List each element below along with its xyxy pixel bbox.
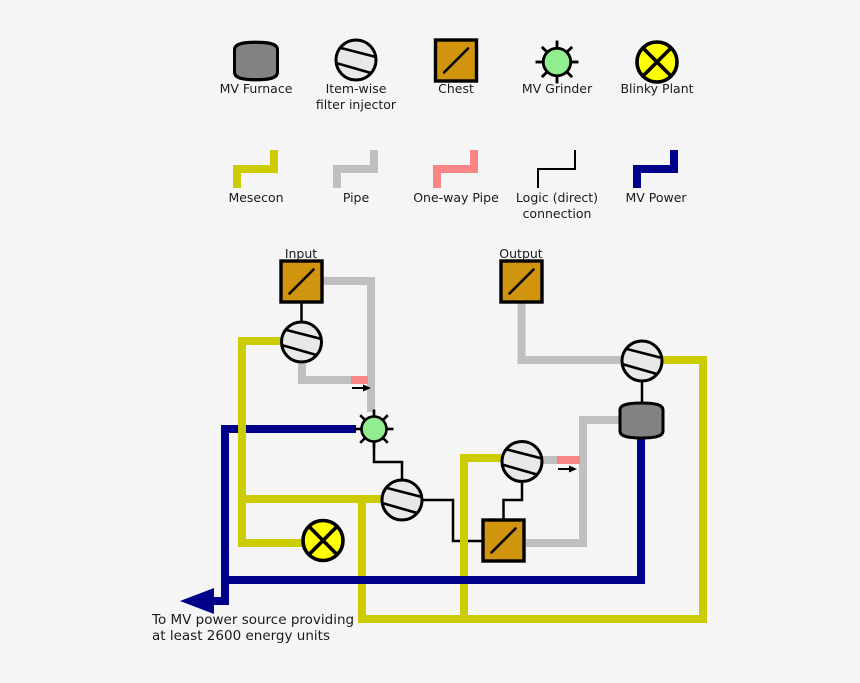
mesecon-wire-sample (237, 150, 274, 188)
mv-grinder-icon (534, 39, 580, 85)
legend-label-mv-grinder: MV Grinder (522, 81, 593, 96)
legend-item-mv-furnace: MV Furnace (220, 40, 293, 96)
input-chest (279, 259, 324, 304)
mesecon-branch-to-injector4 (460, 454, 503, 619)
output-chest (499, 259, 544, 304)
legend-devices: MV Furnace Item-wise filter injector Che… (220, 38, 694, 112)
pipe-furnace-to-buffer-chest (526, 416, 621, 547)
arrow-head-injector4 (569, 465, 577, 473)
nodes (279, 259, 665, 563)
pipe-wire-sample (337, 150, 374, 188)
power-note-line1: To MV power source providing (151, 612, 354, 628)
legend-item-one-way-pipe: One-way Pipe (413, 150, 499, 205)
logic-connection-sample (537, 149, 576, 189)
chest-icon (433, 38, 479, 83)
legend-label-one-way-pipe: One-way Pipe (413, 190, 499, 205)
logic-connections (300, 302, 644, 543)
one-way-pipe-sample (437, 150, 474, 188)
input-chest-label: Input (285, 246, 317, 261)
mv-furnace-icon (232, 40, 280, 82)
filter-injector-2 (620, 339, 664, 383)
buffer-chest (481, 518, 526, 563)
diagram-labels: Input Output To MV power source providin… (151, 246, 543, 644)
mv-power-arrowhead (180, 588, 214, 614)
legend-label-mv-furnace: MV Furnace (220, 81, 293, 96)
blinky-plant-icon (635, 40, 679, 84)
legend-label-mv-power: MV Power (625, 190, 687, 205)
power-note-line2: at least 2600 energy units (152, 628, 330, 644)
legend-label-logic-line2: connection (523, 206, 592, 221)
legend-label-mesecon: Mesecon (228, 190, 283, 205)
filter-injector-4 (500, 440, 544, 483)
filter-injector-1 (280, 320, 323, 364)
legend-item-mesecon: Mesecon (228, 150, 284, 205)
pipes (298, 277, 623, 547)
legend-label-chest: Chest (438, 81, 474, 96)
legend-item-mv-grinder: MV Grinder (522, 39, 593, 96)
pipe-output-chest-to-injector2 (517, 301, 623, 364)
legend-label-logic-line1: Logic (direct) (516, 190, 598, 205)
filter-injector-3 (380, 478, 424, 522)
legend-item-pipe: Pipe (337, 150, 374, 205)
mv-furnace (618, 401, 665, 440)
mv-power-line-left (180, 425, 356, 614)
filter-injector-icon (334, 38, 378, 82)
legend-item-blinky-plant: Blinky Plant (620, 40, 694, 96)
legend-item-mv-power: MV Power (625, 150, 687, 205)
arrow-head-injector1 (363, 384, 371, 392)
legend-label-filter-injector-line2: filter injector (316, 97, 397, 112)
pipe-input-chest-to-grinder (322, 277, 375, 412)
logic-grinder-to-injector3 (372, 441, 404, 481)
mv-power-furnace-branch (225, 437, 645, 584)
one-way-pipes (351, 376, 580, 464)
output-chest-label: Output (499, 246, 543, 261)
legend-label-filter-injector-line1: Item-wise (326, 81, 387, 96)
mv-power-line-bottom (225, 437, 645, 584)
mv-power-wire-sample (637, 150, 674, 188)
blinky-plant (301, 518, 345, 563)
logic-buffer-chest-to-injector4 (502, 483, 524, 521)
legend-item-filter-injector: Item-wise filter injector (316, 38, 397, 112)
legend-label-pipe: Pipe (343, 190, 370, 205)
legend-item-logic-connection: Logic (direct) connection (516, 149, 598, 221)
flow-direction-arrows (352, 384, 577, 473)
legend-item-chest: Chest (433, 38, 479, 96)
logic-injector3-to-buffer-chest (422, 498, 484, 543)
mesecon-injector1-to-blinky (238, 337, 304, 547)
pipe-injector1-output (298, 361, 353, 384)
legend-wires: Mesecon Pipe One-way Pipe Logic (direct)… (228, 150, 687, 221)
legend-label-blinky-plant: Blinky Plant (620, 81, 693, 96)
mv-grinder (353, 408, 395, 450)
mv-power-grinder-branch (210, 425, 356, 605)
